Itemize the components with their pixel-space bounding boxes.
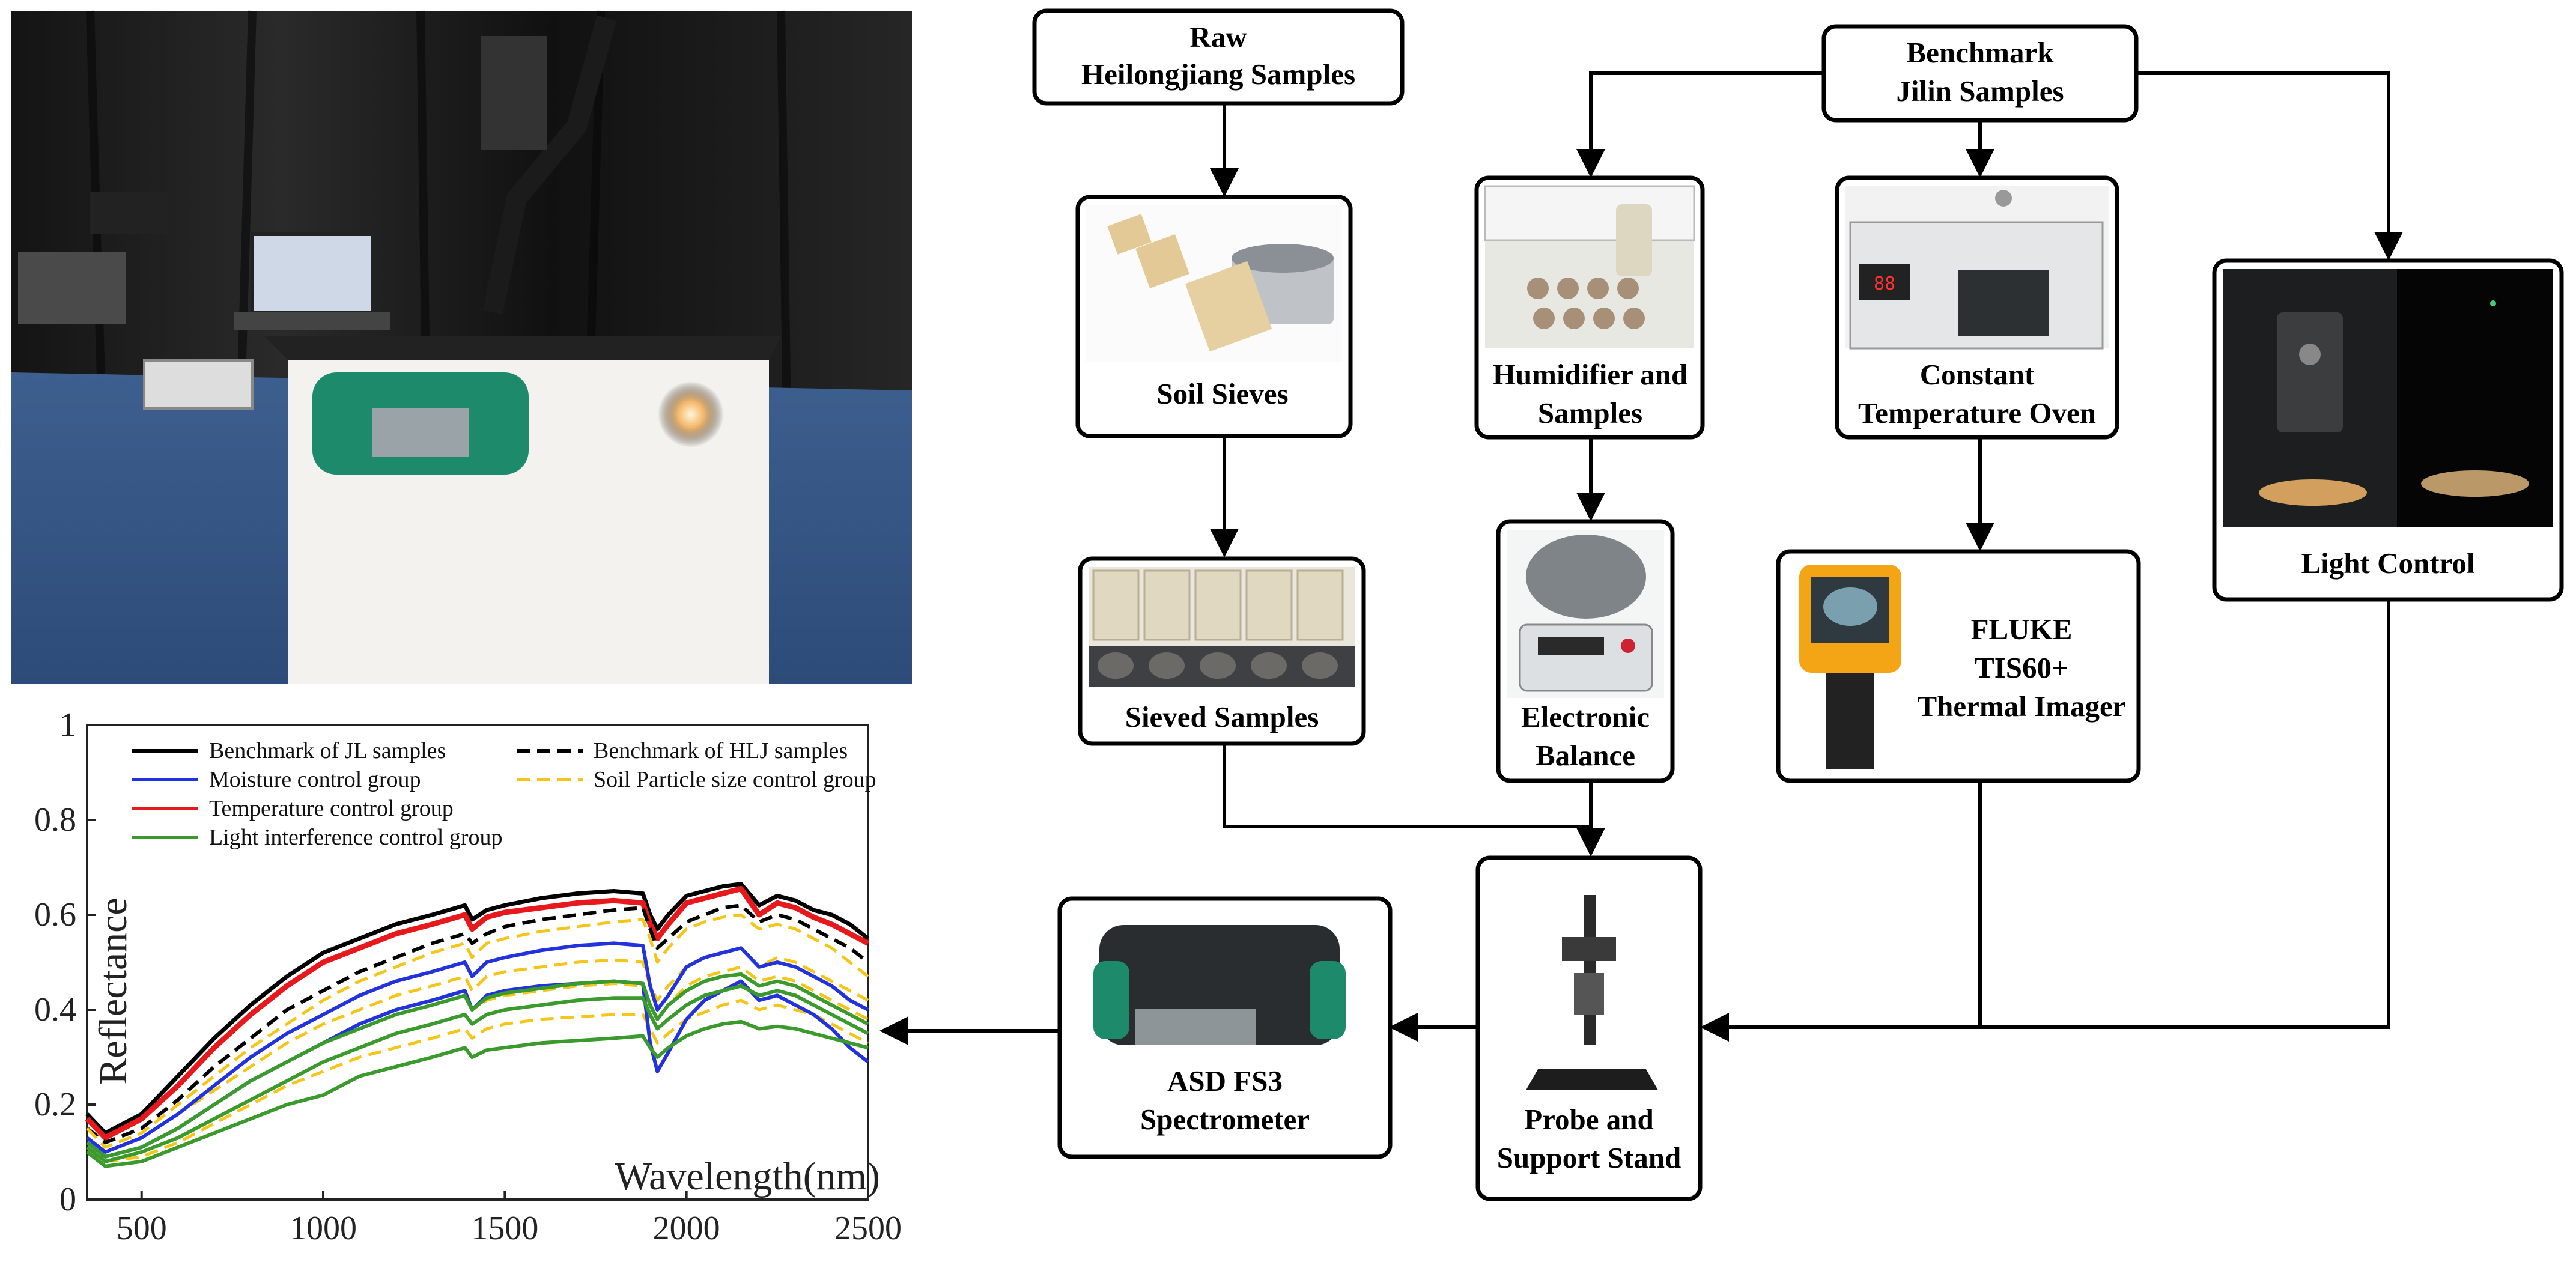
- legend-label: Soil Particle size control group: [594, 767, 876, 792]
- series-line-6: [86, 998, 869, 1163]
- arrow-bench-to-light: [2136, 71, 2403, 261]
- svg-text:Heilongjiang Samples: Heilongjiang Samples: [1081, 58, 1355, 91]
- series-line-7: [86, 941, 869, 1154]
- svg-text:FLUKE: FLUKE: [1971, 613, 2073, 646]
- oven-photo: 88: [1845, 186, 2109, 350]
- series-line-10: [86, 984, 869, 1163]
- svg-text:Light Control: Light Control: [2301, 547, 2474, 580]
- x-tick-label: 2500: [834, 1210, 902, 1247]
- node-oven: 88 Constant Temperature Oven: [1835, 175, 2119, 440]
- series-line-2: [86, 903, 869, 1145]
- series-layer: [85, 882, 870, 1168]
- lab-setup-photo: [11, 10, 912, 684]
- series-line-3: [86, 913, 869, 1149]
- series-line-9: [86, 972, 869, 1159]
- soil-sieves-photo: [1086, 205, 1342, 362]
- series-line-1: [85, 886, 870, 1141]
- y-axis-ticks: 0 0.2 0.4 0.6 0.8 1: [34, 706, 96, 1218]
- svg-text:Support Stand: Support Stand: [1497, 1141, 1681, 1174]
- arrow-sieved-to-probe: [1223, 744, 1591, 828]
- arrow-light-to-probe: [1700, 601, 2390, 1042]
- svg-text:Balance: Balance: [1536, 739, 1635, 772]
- balance-photo: [1507, 530, 1664, 698]
- svg-text:Samples: Samples: [1538, 396, 1642, 429]
- x-tick-label: 2000: [653, 1210, 720, 1247]
- svg-text:Electronic: Electronic: [1521, 700, 1650, 733]
- svg-text:Benchmark: Benchmark: [1907, 36, 2055, 69]
- y-axis-label: Reflectance: [91, 897, 135, 1084]
- connectors: [879, 71, 2403, 1045]
- x-tick-label: 500: [117, 1210, 167, 1247]
- node-sieved: Sieved Samples: [1078, 556, 1366, 746]
- svg-text:Humidifier and: Humidifier and: [1493, 358, 1687, 391]
- x-tick-label: 1500: [471, 1210, 538, 1247]
- svg-text:Jilin Samples: Jilin Samples: [1896, 74, 2064, 108]
- node-humidifier: Humidifier and Samples: [1474, 175, 1705, 440]
- node-balance: Electronic Balance: [1496, 519, 1675, 783]
- svg-text:Probe and: Probe and: [1524, 1103, 1654, 1136]
- y-tick-label: 0.4: [34, 991, 76, 1028]
- svg-text:88: 88: [1874, 273, 1895, 294]
- y-tick-label: 0: [59, 1181, 76, 1218]
- svg-text:Sieved Samples: Sieved Samples: [1125, 700, 1319, 733]
- probe-photo: [1486, 866, 1692, 1106]
- y-tick-label: 0.2: [34, 1086, 76, 1123]
- legend-label: Temperature control group: [209, 796, 454, 821]
- series-line-11: [86, 1019, 869, 1168]
- legend-label: Benchmark of JL samples: [209, 738, 446, 763]
- x-tick-label: 1000: [290, 1210, 357, 1247]
- svg-text:Temperature Oven: Temperature Oven: [1858, 396, 2096, 429]
- node-probe: Probe and Support Stand: [1475, 855, 1703, 1201]
- svg-text:TIS60+: TIS60+: [1975, 651, 2068, 684]
- legend-label: Benchmark of HLJ samples: [594, 738, 848, 763]
- svg-text:Thermal Imager: Thermal Imager: [1918, 690, 2126, 723]
- svg-text:Raw: Raw: [1189, 20, 1247, 53]
- svg-text:ASD FS3: ASD FS3: [1167, 1064, 1283, 1097]
- light-control-photo: [2223, 269, 2553, 527]
- y-tick-label: 0.8: [34, 801, 76, 839]
- asd-photo: [1068, 907, 1382, 1063]
- node-asd: ASD FS3 Spectrometer: [1057, 896, 1393, 1159]
- node-fluke: FLUKE TIS60+ Thermal Imager: [1776, 549, 2141, 783]
- svg-text:Spectrometer: Spectrometer: [1140, 1103, 1310, 1136]
- series-line-5: [86, 965, 869, 1159]
- plot-area: [86, 724, 869, 1201]
- node-soil-sieves: Soil Sieves: [1075, 195, 1353, 438]
- humidifier-photo: [1484, 185, 1695, 348]
- arrow-bench-to-humidifier: [1576, 71, 1824, 178]
- x-axis-label: Wavelength(nm): [615, 1154, 880, 1198]
- fluke-photo: [1787, 560, 1907, 774]
- x-axis-ticks: 500 1000 1500 2000 2500: [117, 1191, 902, 1247]
- svg-text:Soil Sieves: Soil Sieves: [1156, 377, 1288, 410]
- svg-text:Constant: Constant: [1920, 358, 2035, 391]
- series-line-4: [86, 946, 869, 1154]
- y-tick-label: 0.6: [34, 896, 76, 933]
- node-light-control: Light Control: [2212, 258, 2564, 602]
- legend-label: Moisture control group: [209, 767, 421, 792]
- node-benchmark-jl: Benchmark Jilin Samples: [1821, 24, 2139, 123]
- node-raw-hlj: Raw Heilongjiang Samples: [1032, 8, 1405, 106]
- reflectance-chart: 500 1000 1500 2000 2500 0 0.2 0.4 0.6 0.8 1 Bench…: [34, 706, 902, 1247]
- chart-legend: Benchmark of JL samples Benchmark of HLJ …: [132, 738, 876, 850]
- y-tick-label: 1: [59, 706, 76, 744]
- sieved-photo: [1089, 567, 1355, 687]
- legend-label: Light interference control group: [209, 825, 503, 850]
- series-line-0: [85, 882, 870, 1135]
